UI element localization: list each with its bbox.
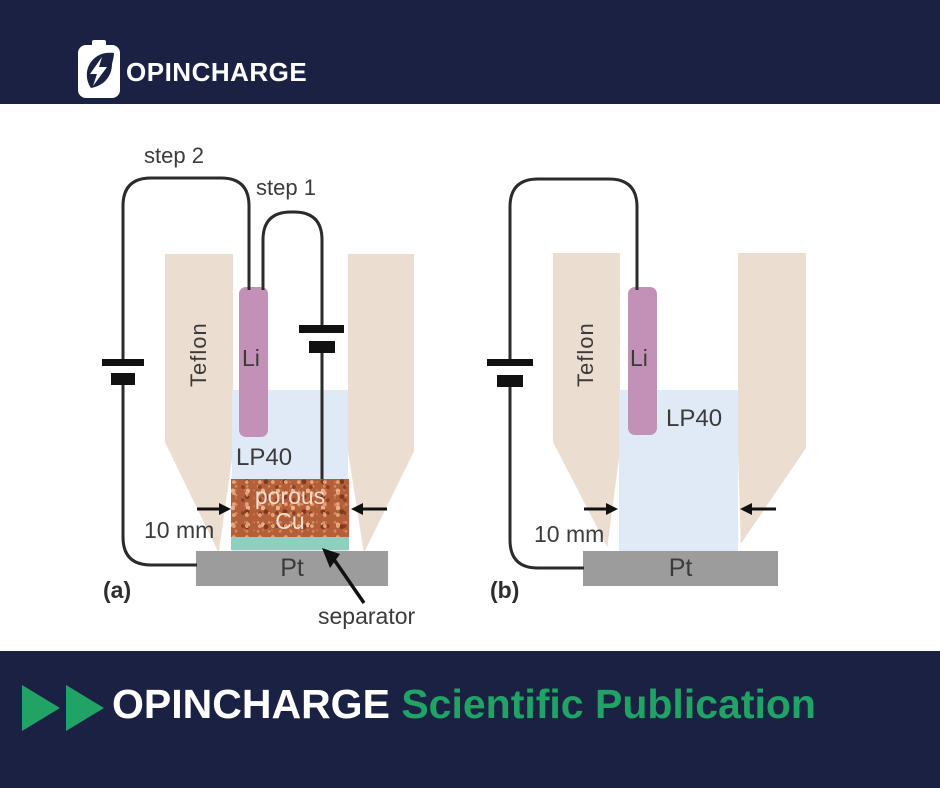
footer-brand: OPINCHARGE xyxy=(112,681,390,727)
lp40-label-b: LP40 xyxy=(666,405,723,432)
lp40-label-a: LP40 xyxy=(236,444,293,471)
teflon-label-b: Teflon xyxy=(573,322,598,387)
battery-logo-icon xyxy=(78,40,120,98)
li-label-b: Li xyxy=(630,345,648,371)
cu-label: Cu xyxy=(275,508,305,534)
brand-wordmark: OPINCHARGE xyxy=(126,57,308,87)
platinum-plate-b xyxy=(583,551,778,586)
separator-strip xyxy=(231,537,349,550)
footer-title: OPINCHARGE Scientific Publication xyxy=(112,682,816,726)
panel-label-a: (a) xyxy=(103,577,132,603)
teflon-label-a: Teflon xyxy=(186,322,211,387)
footer-subtitle: Scientific Publication xyxy=(401,681,816,727)
pt-label-a: Pt xyxy=(280,554,304,582)
porous-copper-block xyxy=(231,479,349,537)
panel-label-b: (b) xyxy=(490,577,520,603)
gap-label-b: 10 mm xyxy=(534,521,605,547)
footer-banner xyxy=(0,651,940,788)
double-play-icon xyxy=(22,685,104,731)
pt-label-b: Pt xyxy=(668,554,693,582)
porous-label: porous xyxy=(254,483,326,509)
gap-label-a: 10 mm xyxy=(144,517,215,543)
separator-label: separator xyxy=(318,603,416,629)
step1-label: step 1 xyxy=(256,175,316,200)
top-brand-bar: OPINCHARGE xyxy=(0,0,940,104)
li-label-a: Li xyxy=(242,345,260,371)
step2-label: step 2 xyxy=(144,143,204,168)
